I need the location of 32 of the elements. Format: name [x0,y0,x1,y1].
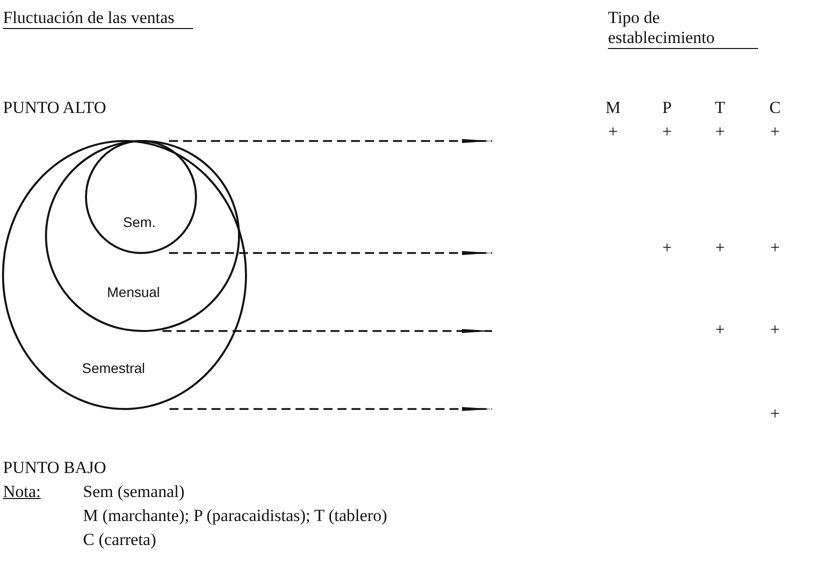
plus-mark: + [769,320,781,340]
note-text: M (marchante); P (paracaidistas); T (tablero) [83,506,388,526]
circle-outline [2,140,247,410]
circle-label: Sem. [123,214,156,230]
column-header: T [714,98,726,118]
plus-mark: + [769,404,781,424]
plus-mark: + [661,122,673,142]
dashed-arrow [162,329,492,333]
plus-mark: + [607,122,619,142]
plus-mark: + [769,238,781,258]
note-text: Sem (semanal) [83,482,184,502]
plus-mark: + [714,320,726,340]
plus-mark: + [714,238,726,258]
axis-label: PUNTO BAJO [3,458,106,478]
plus-mark: + [714,122,726,142]
column-header: C [768,98,782,118]
note-text: C (carreta) [83,530,156,550]
column-header: M [604,98,622,118]
dashed-arrow [170,407,492,411]
circle-outline [85,140,197,254]
axis-label: PUNTO ALTO [3,98,106,118]
circle-outline [45,140,240,332]
heading: Fluctuación de las ventas [3,8,193,29]
dashed-arrow [169,251,492,255]
heading: Tipo de establecimiento [608,8,758,49]
circle-label: Semestral [82,360,146,376]
column-header: P [661,98,673,118]
circle-label: Mensual [107,284,160,300]
plus-mark: + [769,122,781,142]
plus-mark: + [661,238,673,258]
dashed-arrow [169,139,492,143]
note-heading: Nota: [3,482,41,502]
